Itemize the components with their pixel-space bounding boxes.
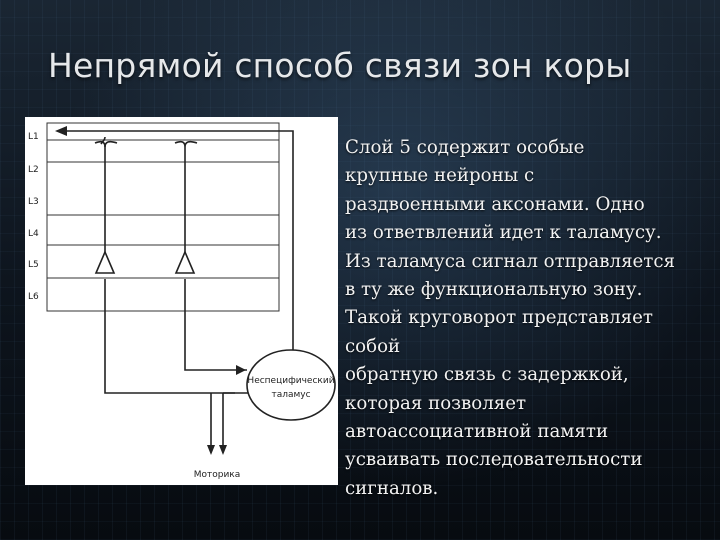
thalamus-label-line1: Неспецифический — [247, 376, 334, 386]
text-line: крупные нейроны с — [345, 165, 535, 187]
text-line: Такой круговорот представляет — [345, 307, 653, 329]
slide-title: Непрямой способ связи зон коры — [48, 46, 632, 85]
thalamus-node — [246, 349, 336, 421]
arrowheads — [55, 126, 246, 455]
thalamus-label-line2: таламус — [271, 390, 310, 400]
pyramidal-neuron-2 — [174, 249, 196, 274]
layer-label-l2: L2 — [28, 165, 39, 175]
layer-label-l3: L3 — [28, 197, 39, 207]
text-line: сигналов. — [345, 477, 439, 499]
text-line: которая позволяет — [345, 392, 527, 414]
layer-label-l1: L1 — [28, 132, 39, 142]
layer-label-l4: L4 — [28, 229, 39, 239]
text-line: Слой 5 содержит особые — [345, 137, 585, 158]
text-line: усваивать последовательности — [345, 449, 643, 471]
layer-label-l6: L6 — [28, 292, 39, 302]
motor-label: Моторика — [194, 470, 241, 480]
text-line: обратную связь с задержкой, — [345, 364, 629, 386]
axon-paths — [65, 130, 294, 447]
text-line: из ответвлений идет к таламусу. — [345, 222, 662, 244]
text-line: собой — [345, 335, 401, 357]
text-line: в ту же функциональную зону. — [345, 279, 643, 301]
description-text: Слой 5 содержит особые крупные нейроны с… — [345, 134, 717, 503]
text-line: раздвоенными аксонами. Одно — [345, 193, 645, 215]
cortex-thalamus-diagram: L1 L2 L3 L4 L5 L6 — [25, 117, 338, 485]
layer-label-l5: L5 — [28, 260, 39, 270]
diagram-svg: L1 L2 L3 L4 L5 L6 — [28, 122, 336, 480]
pyramidal-neuron-1 — [94, 249, 116, 274]
text-line: Из таламуса сигнал отправляется — [345, 250, 676, 272]
cortex-layer-boxes — [46, 122, 280, 312]
text-line: автоассоциативной памяти — [345, 421, 609, 443]
